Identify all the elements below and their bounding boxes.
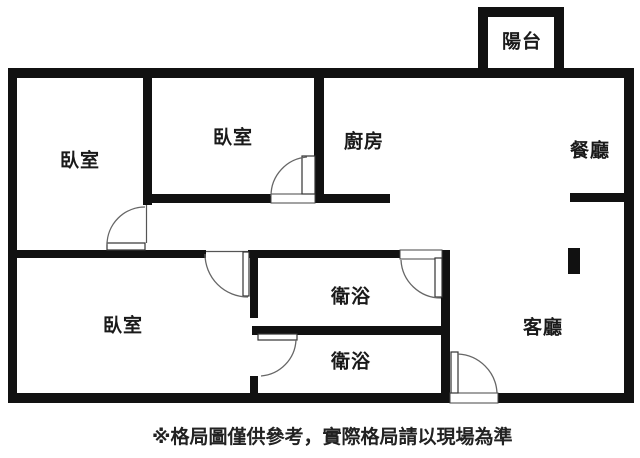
wall-bedroom1-east xyxy=(143,78,152,205)
wall-bedroom2-east xyxy=(314,78,324,203)
wall-bathroom-west-lower xyxy=(250,376,258,402)
door-leaf-hall xyxy=(242,251,250,297)
door-leaf-entrance xyxy=(450,351,459,394)
room-label-bathroom-lower: 衛浴 xyxy=(330,350,372,373)
wall-outer-bottom xyxy=(8,393,634,403)
door-arc-bathroom-upper xyxy=(400,259,442,299)
room-label-bathroom-upper: 衛浴 xyxy=(330,285,372,308)
wall-bedroom2-south xyxy=(143,194,271,203)
wall-outer-left xyxy=(8,68,17,403)
wall-divider-left xyxy=(8,250,206,258)
door-arc-bedroom-top-middle xyxy=(270,156,308,197)
room-label-balcony: 陽台 xyxy=(501,30,543,53)
door-arc-bathroom-lower xyxy=(260,339,297,377)
door-sill-bedroom-top-middle xyxy=(270,193,316,204)
wall-divider-right xyxy=(248,250,400,258)
wall-outer-right xyxy=(624,68,634,403)
room-label-dining-room: 餐廳 xyxy=(569,139,611,162)
door-leaf-bathroom-lower xyxy=(257,333,298,341)
door-leaf-bedroom-top-left xyxy=(106,242,146,251)
wall-dining-stub xyxy=(570,193,634,202)
disclaimer-text: ※格局圖僅供參考，實際格局請以現場為準 xyxy=(152,426,513,448)
wall-outer-top xyxy=(8,68,634,78)
room-label-bedroom-top-left: 臥室 xyxy=(59,149,101,172)
wall-balcony-right xyxy=(554,7,564,68)
room-label-kitchen: 廚房 xyxy=(343,130,385,153)
room-label-bedroom-top-middle: 臥室 xyxy=(212,126,254,149)
wall-bathroom-divider xyxy=(252,326,441,335)
wall-balcony-left xyxy=(478,7,488,68)
wall-balcony-top xyxy=(478,7,564,17)
wall-bathroom-west-upper xyxy=(250,258,258,318)
room-label-living-room: 客廳 xyxy=(522,316,564,339)
room-label-bedroom-bottom-left: 臥室 xyxy=(102,314,144,337)
door-leaf-bathroom-upper xyxy=(434,257,443,298)
door-arc-bedroom-top-left xyxy=(106,206,146,246)
door-arc-entrance xyxy=(457,353,498,394)
wall-bathrooms-east xyxy=(441,250,450,403)
wall-kitchen-south xyxy=(315,194,390,203)
door-arc-hall xyxy=(204,253,249,298)
door-sill-bathroom-upper xyxy=(399,249,443,260)
wall-column-dining-living xyxy=(568,248,580,274)
door-leaf-bedroom-top-middle xyxy=(301,155,316,195)
door-sill-entrance xyxy=(449,392,499,404)
